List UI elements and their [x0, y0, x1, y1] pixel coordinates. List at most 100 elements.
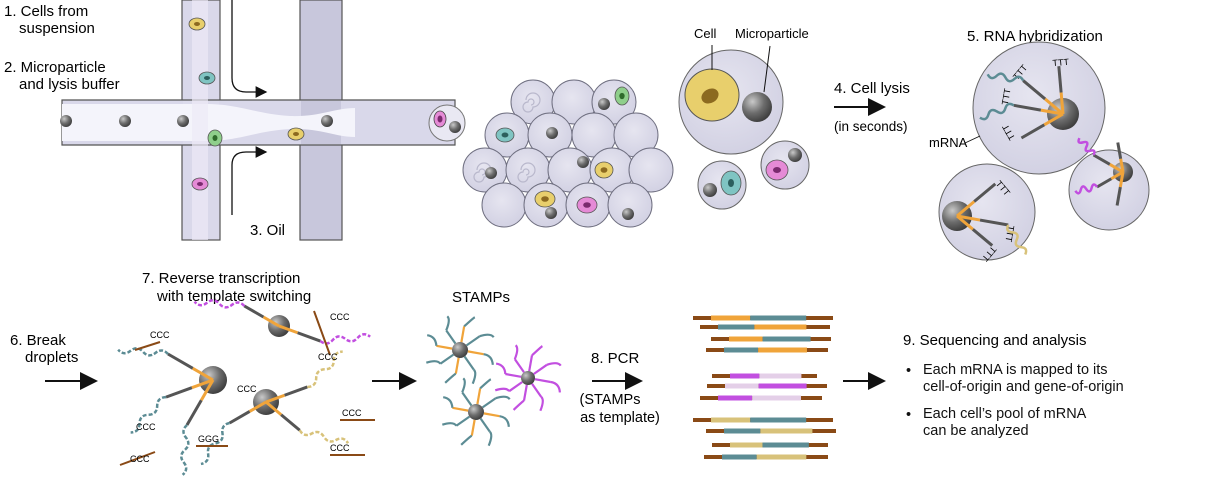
barcode-segment — [956, 214, 974, 231]
cell — [614, 86, 630, 106]
barcode-segment — [200, 379, 215, 402]
mrna-strand — [307, 350, 343, 389]
hybridization-droplet — [938, 163, 1036, 261]
mrna-strand — [180, 424, 190, 476]
sequencing-read — [707, 383, 827, 389]
barcode-segment — [191, 378, 214, 390]
stamp-cdna — [539, 395, 544, 412]
umi-segment — [1115, 186, 1122, 206]
stamp-cdna — [442, 396, 454, 408]
umi-segment — [979, 218, 1009, 227]
stamp-cdna — [483, 353, 494, 365]
barcode-segment — [1118, 171, 1125, 188]
umi-segment — [167, 352, 194, 370]
stamp-strand — [533, 363, 548, 375]
stamp-cdna — [512, 399, 525, 411]
microfluidic-device — [60, 0, 466, 241]
umi-segment — [1096, 177, 1113, 189]
umi-segment — [297, 331, 321, 343]
sequencing-read — [700, 324, 830, 330]
stamp-cdna — [479, 378, 492, 390]
ccc-label: CCC — [318, 352, 338, 362]
stamp-cdna — [425, 360, 442, 365]
cell — [534, 190, 556, 208]
step-6-label: 6. Break — [10, 332, 66, 349]
stamp-cdna — [463, 316, 476, 328]
stamp-strand — [445, 329, 457, 345]
sequencing-read — [711, 336, 831, 342]
bead — [177, 115, 189, 127]
sequencing-read — [712, 442, 828, 448]
droplet — [481, 182, 527, 228]
polyt-label: TTT — [1000, 87, 1013, 105]
microparticle-bead — [622, 208, 634, 220]
barcode-segment — [248, 400, 267, 413]
stamp-strand — [476, 388, 482, 405]
stamp-strand — [531, 383, 543, 398]
microparticle-bead — [521, 371, 535, 385]
bullet-text-line1: Each cell’s pool of mRNA — [923, 406, 1087, 422]
step-8-sublabel-line2: as template) — [580, 410, 660, 426]
sequencing-read — [706, 347, 828, 353]
bead — [321, 115, 333, 127]
stamp-strand — [505, 372, 522, 378]
cell — [576, 196, 598, 214]
umi-segment — [1022, 79, 1047, 101]
oil-flow-arrow-bottom — [231, 146, 268, 215]
ggg-label: GGG — [198, 434, 219, 444]
step-8-label: 8. PCR — [591, 350, 640, 367]
stamp-cdna — [471, 368, 477, 385]
droplet — [607, 182, 653, 228]
bullet-dot: • — [906, 363, 912, 379]
stamp-strand — [455, 415, 471, 427]
step-2-label: 2. Microparticle — [4, 59, 106, 76]
encapsulated-droplet-large — [678, 45, 784, 155]
stamp-strand — [508, 381, 523, 393]
stamp-cdna — [426, 334, 438, 346]
cell — [188, 17, 206, 31]
ccc-label: CCC — [237, 384, 257, 394]
step-2-label-line2: and lysis buffer — [19, 76, 120, 93]
stamp-cdna — [531, 345, 544, 357]
lysed-swirl — [473, 162, 492, 183]
ccc-label: CCC — [136, 422, 156, 432]
analysis-bullets: • Each mRNA is mapped to its cell-of-ori… — [903, 362, 1124, 450]
sequencing-read — [712, 373, 817, 379]
microparticle-bead — [546, 127, 558, 139]
mrna-strand — [986, 72, 1025, 83]
sequencing-read — [700, 395, 822, 401]
stamp-cdna — [499, 415, 510, 427]
umi-segment — [1020, 123, 1046, 140]
sequencing-read — [693, 315, 833, 321]
sequencing-read — [693, 417, 833, 423]
microparticle-bead — [452, 342, 468, 358]
bullet-text-line2: cell-of-origin and gene-of-origin — [923, 379, 1124, 395]
umi-segment — [165, 386, 193, 399]
stamp-cdna — [546, 362, 562, 367]
cell — [191, 177, 209, 191]
encapsulated-droplet-small — [760, 140, 810, 190]
stamp-cdna — [461, 377, 466, 393]
stamp-strand — [454, 357, 460, 374]
microparticle-callout-label: Microparticle — [735, 26, 809, 41]
microparticle-bead — [598, 98, 610, 110]
mrna-strand — [200, 421, 230, 466]
barcode-segment — [1119, 158, 1125, 173]
ccc-label: CCC — [150, 330, 170, 340]
barcode-segment — [1044, 97, 1064, 116]
ccc-label: CCC — [342, 408, 362, 418]
stamp-strand — [534, 378, 551, 384]
mrna-strand — [298, 429, 350, 444]
umi-segment — [243, 304, 265, 319]
stamp-strand — [528, 355, 534, 372]
step-4-label: 4. Cell lysis — [834, 80, 910, 97]
step-7-label: 7. Reverse transcription — [142, 270, 300, 287]
stamp-cdna — [513, 344, 519, 360]
encapsulated-droplet-small — [697, 160, 747, 210]
stamp-strand — [465, 335, 481, 347]
umi-segment — [1013, 103, 1042, 112]
barcode-segment — [278, 324, 299, 335]
stamp-cdna — [444, 372, 457, 384]
mrna-strand — [979, 102, 1015, 121]
